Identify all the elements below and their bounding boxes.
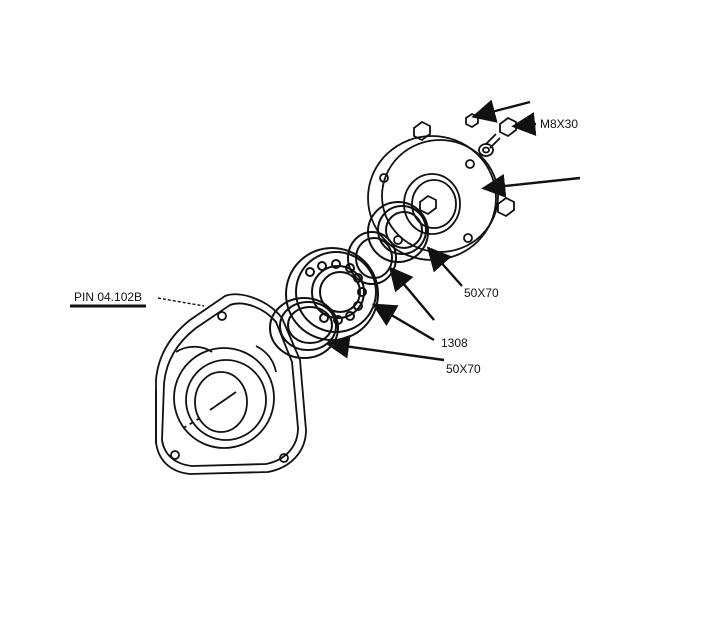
pin-label: PIN 04.102B	[74, 290, 143, 304]
seal-bottom-label: 50X70	[446, 362, 481, 376]
leader-lines	[157, 99, 581, 362]
bolt-label: M8X30	[540, 117, 579, 131]
bearing-label: 1308	[441, 336, 468, 350]
seal-top-label: 50X70	[464, 286, 499, 300]
bolts	[413, 112, 517, 218]
housing-flange	[155, 293, 307, 475]
seal-bottom	[269, 297, 339, 359]
spacer-ring	[347, 231, 397, 285]
